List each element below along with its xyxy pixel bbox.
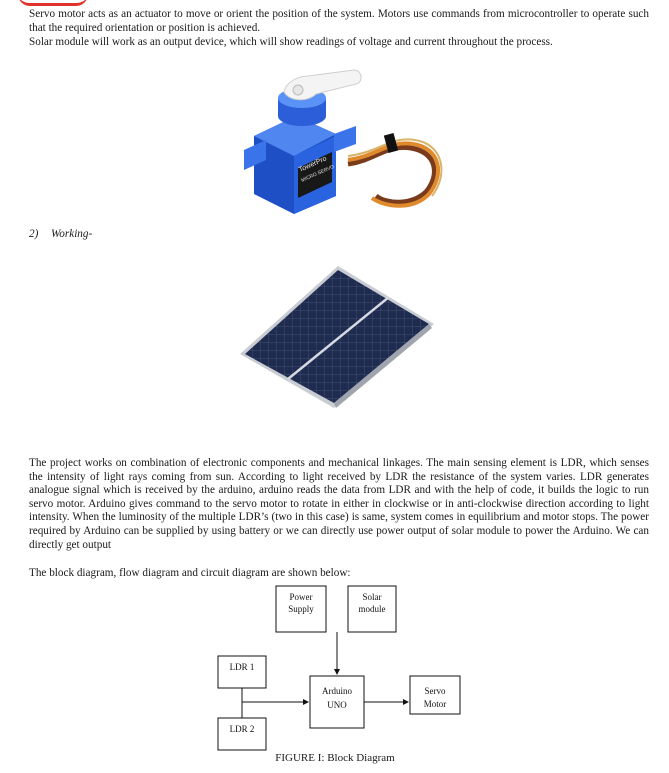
servo-mount-tab-left xyxy=(244,140,266,170)
power-supply-block: Power Supply xyxy=(275,585,327,633)
ldr2-block: LDR 2 xyxy=(217,717,267,751)
figure-caption: FIGURE I: Block Diagram xyxy=(275,752,395,764)
svg-text:Motor: Motor xyxy=(424,699,447,709)
solar-panel-cells xyxy=(245,270,429,403)
diagram-intro-paragraph: The block diagram, flow diagram and circ… xyxy=(29,567,351,579)
solar-panel-busbar xyxy=(287,296,390,380)
svg-text:Servo: Servo xyxy=(425,686,446,696)
servo-wire-orange xyxy=(347,141,440,208)
working-paragraph: The project works on combination of elec… xyxy=(29,457,649,551)
servo-horn xyxy=(283,69,362,101)
servo-mount-tab-right xyxy=(334,126,356,152)
svg-text:LDR 1: LDR 1 xyxy=(230,662,255,672)
header-decoration xyxy=(18,0,88,6)
svg-text:Arduino: Arduino xyxy=(322,686,352,696)
servo-label-plate xyxy=(298,152,332,198)
arduino-uno-block: Arduino UNO xyxy=(309,675,365,729)
svg-text:Solar: Solar xyxy=(363,592,382,602)
ldr1-block: LDR 1 xyxy=(217,655,267,689)
svg-text:Supply: Supply xyxy=(288,604,314,614)
section-number: 2) xyxy=(29,228,39,240)
servo-horn-screw xyxy=(292,84,304,96)
servo-connector xyxy=(383,133,399,153)
servo-wire-yellow xyxy=(347,138,443,197)
servo-description-paragraph: Servo motor acts as an actuator to move … xyxy=(29,8,649,34)
svg-text:UNO: UNO xyxy=(327,700,347,710)
svg-text:Power: Power xyxy=(290,592,313,602)
solar-module-block: Solar module xyxy=(347,585,397,633)
solar-panel-image xyxy=(240,266,434,408)
section-title: Working- xyxy=(51,228,93,240)
servo-motor-image: TowerPro MICRO SERVO xyxy=(244,69,443,214)
servo-wire-brown xyxy=(347,144,437,205)
section-heading: 2) Working- xyxy=(29,228,92,240)
block-diagram: Power Supply Solar module LDR 1 LDR 2 Ar… xyxy=(217,585,461,751)
svg-text:LDR 2: LDR 2 xyxy=(230,724,255,734)
solar-description-paragraph: Solar module will work as an output devi… xyxy=(29,36,553,48)
svg-text:module: module xyxy=(359,604,386,614)
servo-motor-block: Servo Motor xyxy=(409,675,461,715)
